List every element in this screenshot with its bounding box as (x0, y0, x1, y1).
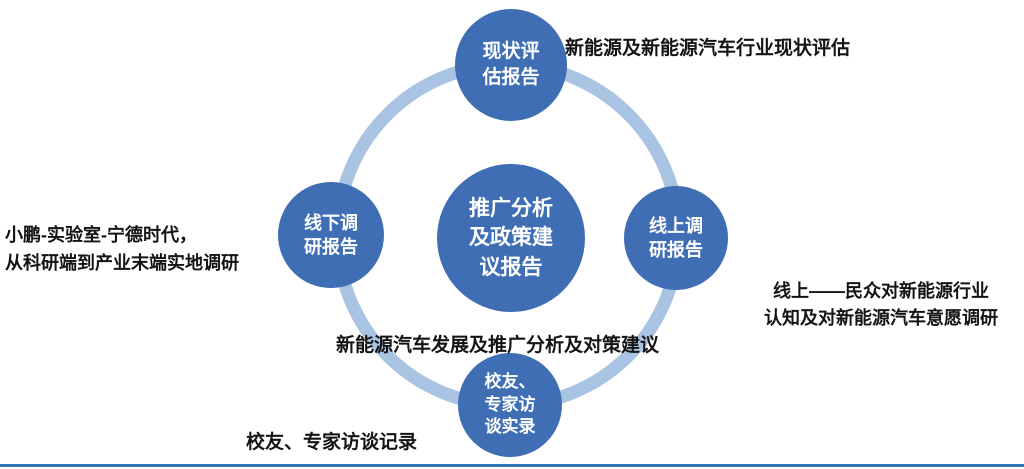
annotation-top-right: 新能源及新能源汽车行业现状评估 (565, 38, 851, 59)
node-status-evaluation-report: 现状评 估报告 (455, 9, 567, 121)
bottom-accent-line (0, 464, 1024, 467)
node-online-research-report: 线上调 研报告 (624, 186, 728, 290)
node-alumni-expert-interview: 校友、 专家访 谈实录 (458, 353, 562, 457)
annotation-right: 线上——民众对新能源行业 认知及对新能源汽车意愿调研 (764, 281, 998, 328)
annotation-bottom-center: 新能源汽车发展及推广分析及对策建议 (336, 335, 660, 356)
node-offline-research-report: 线下调 研报告 (278, 182, 384, 288)
annotation-bottom-left: 校友、专家访谈记录 (246, 432, 418, 453)
node-center-promotion-analysis-report: 推广分析 及政策建 议报告 (437, 164, 585, 312)
annotation-left: 小鹏-实验室-宁德时代， 从科研端到产业末端实地调研 (5, 225, 239, 273)
